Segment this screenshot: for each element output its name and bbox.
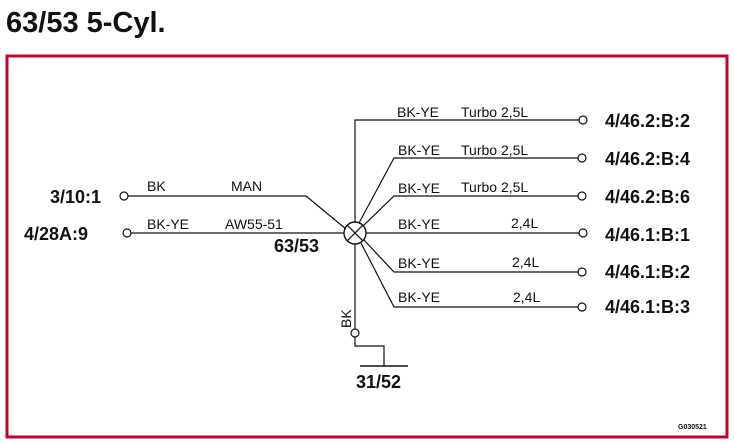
input-wire-2[interactable] (122, 228, 344, 238)
output-wire-color: BK-YE (398, 255, 440, 271)
output-wire-color: BK-YE (398, 289, 440, 305)
output-connector-label: 4/46.2:B:6 (605, 187, 690, 207)
output-variant-label: 2,4L (513, 289, 540, 305)
input-connector-label: 3/10:1 (50, 187, 101, 207)
splice-63-53[interactable] (343, 221, 367, 245)
output-variant-label: Turbo 2,5L (461, 104, 528, 120)
output-connector-label: 4/46.1:B:2 (605, 262, 690, 282)
splice-label: 63/53 (274, 236, 319, 256)
output-wire-color: BK-YE (397, 104, 439, 120)
input-wire-color: BK-YE (147, 216, 189, 232)
output-wire-color: BK-YE (398, 180, 440, 196)
ground-label: 31/52 (356, 372, 401, 392)
input-connector-label: 4/28A:9 (24, 224, 88, 244)
output-connector-label: 4/46.1:B:1 (605, 225, 690, 245)
output-connector-label: 4/46.2:B:4 (605, 149, 690, 169)
input-variant-label: AW55-51 (225, 216, 283, 232)
input-variant-label: MAN (231, 178, 262, 194)
output-wire-color: BK-YE (398, 216, 440, 232)
output-wire-color: BK-YE (398, 142, 440, 158)
output-variant-label: Turbo 2,5L (461, 142, 528, 158)
output-wire-1[interactable] (354, 115, 588, 222)
ground-wire-color: BK (338, 309, 354, 328)
diagram-title: 63/53 5-Cyl. (6, 7, 166, 39)
output-connector-label: 4/46.1:B:3 (605, 297, 690, 317)
output-wire-2[interactable] (358, 153, 587, 224)
output-wire-4[interactable] (366, 228, 588, 238)
output-variant-label: Turbo 2,5L (461, 179, 528, 195)
output-wire-3[interactable] (362, 191, 587, 227)
diagram-frame (5, 54, 729, 439)
output-wire-5[interactable] (363, 239, 587, 277)
input-wire-1[interactable] (119, 191, 347, 230)
output-variant-label: 2,4L (511, 215, 538, 231)
output-variant-label: 2,4L (512, 254, 539, 270)
ground-wire[interactable] (350, 244, 385, 366)
output-wire-6[interactable] (360, 242, 587, 312)
figure-code: G030521 (678, 424, 707, 431)
output-connector-label: 4/46.2:B:2 (605, 111, 690, 131)
input-wire-color: BK (147, 178, 166, 194)
